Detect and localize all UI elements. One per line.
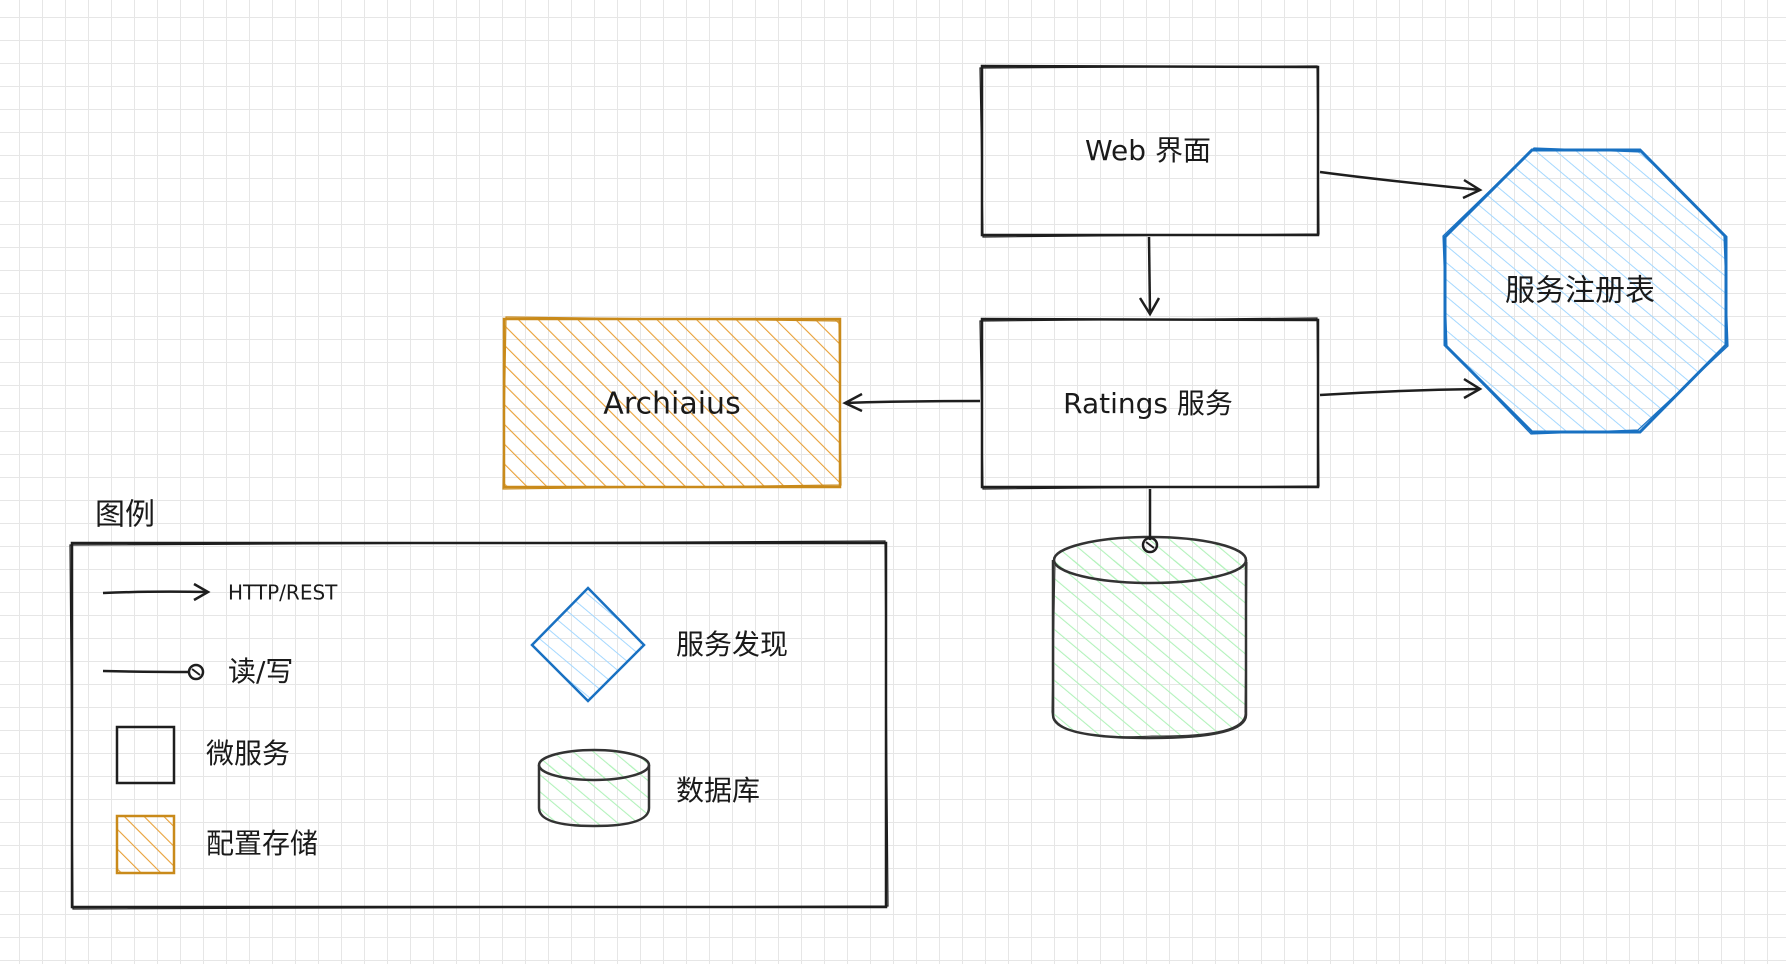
legend-service-discovery: 服务发现 [530,586,788,703]
arrow-web-to-registry [1319,170,1483,200]
legend-microservice-label: 微服务 [206,737,290,770]
legend-title: 图例 [95,498,155,533]
archaius-node[interactable]: Archiaius [502,316,842,490]
legend-read-write: 读/写 [102,655,293,688]
legend-database-label: 数据库 [676,774,760,807]
ratings-service-label: Ratings 服务 [1063,387,1233,420]
ratings-service-node[interactable]: Ratings 服务 [979,317,1320,490]
web-ui-label: Web 界面 [1085,134,1211,167]
legend-http-rest-label: HTTP/REST [228,581,338,605]
arrow-ratings-to-registry [1319,377,1483,400]
legend-service-discovery-label: 服务发现 [676,628,788,661]
legend-frame [69,540,889,910]
legend-database: 数据库 [537,748,760,828]
legend-read-write-label: 读/写 [228,655,293,688]
web-ui-node[interactable]: Web 界面 [979,64,1320,238]
arrow-web-to-ratings [1138,236,1161,317]
arrow-ratings-to-database [1141,489,1159,554]
database-node[interactable] [1051,535,1248,740]
legend-config-store: 配置存储 [115,814,318,875]
legend-http-rest: HTTP/REST [102,581,338,605]
archaius-label: Archiaius [603,387,740,422]
legend-microservice: 微服务 [115,725,290,785]
service-registry-label: 服务注册表 [1505,274,1655,309]
arrow-ratings-to-archaius [842,392,981,413]
legend-config-store-label: 配置存储 [206,827,318,860]
service-registry-node[interactable]: 服务注册表 [1442,147,1729,435]
